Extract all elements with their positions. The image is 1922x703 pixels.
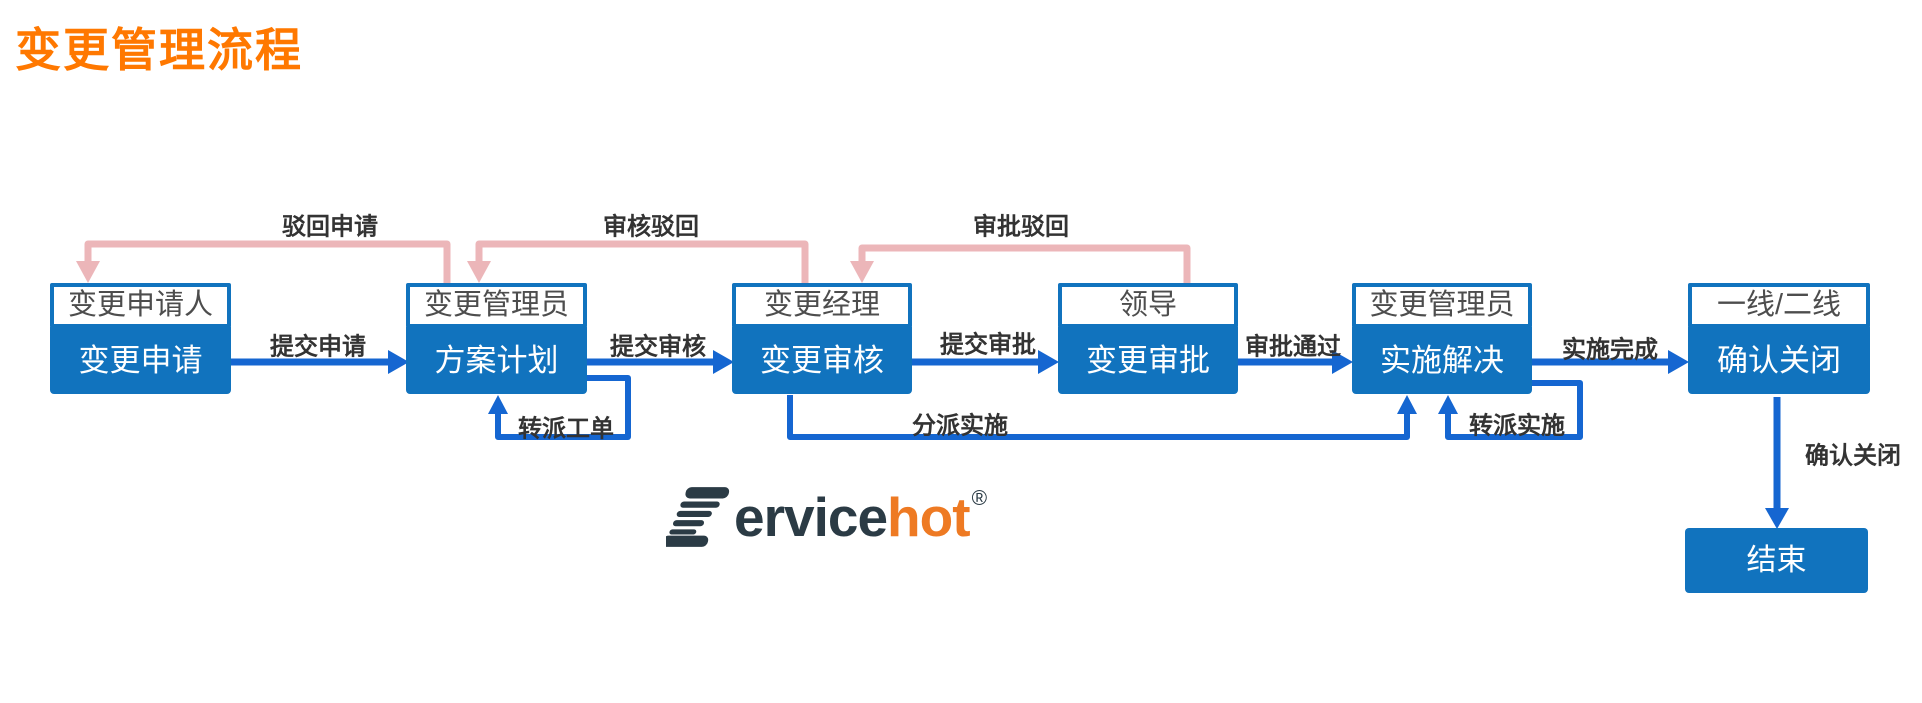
logo-text-hot: hot bbox=[887, 486, 971, 548]
node-role-label: 变更管理员 bbox=[406, 283, 587, 328]
edge-label-confirm-close: 确认关闭 bbox=[1805, 442, 1901, 470]
arrow-submit-request bbox=[231, 350, 409, 374]
flow-node-plan: 变更管理员 方案计划 bbox=[406, 283, 587, 394]
edge-label-approval-reject: 审批驳回 bbox=[973, 213, 1069, 241]
edge-label-submit-approval: 提交审批 bbox=[940, 331, 1036, 359]
edge-label-submit-review: 提交审核 bbox=[610, 333, 706, 361]
arrow-dispatch-implementation bbox=[787, 395, 1417, 440]
arrow-submit-review bbox=[587, 350, 734, 374]
node-role-label: 一线/二线 bbox=[1688, 283, 1870, 328]
node-role-label: 变更经理 bbox=[732, 283, 912, 328]
edge-label-implementation-done: 实施完成 bbox=[1562, 336, 1658, 364]
node-title-label: 变更审核 bbox=[732, 327, 912, 394]
arrow-approval-reject bbox=[850, 244, 1191, 285]
page-title: 变更管理流程 bbox=[15, 24, 303, 76]
flow-node-change-review: 变更经理 变更审核 bbox=[732, 283, 912, 394]
edge-label-submit-request: 提交申请 bbox=[270, 333, 366, 361]
arrow-confirm-close bbox=[1765, 397, 1789, 529]
flow-node-implement-resolve: 变更管理员 实施解决 bbox=[1352, 283, 1532, 394]
logo-text-ervice: ervice bbox=[734, 486, 888, 548]
node-title-label: 变更审批 bbox=[1058, 327, 1238, 394]
arrow-submit-approval bbox=[912, 350, 1059, 374]
node-role-label: 领导 bbox=[1058, 283, 1238, 328]
node-role-label: 变更管理员 bbox=[1352, 283, 1532, 328]
edge-label-reject-request: 驳回申请 bbox=[282, 213, 378, 241]
arrow-implementation-done bbox=[1532, 350, 1689, 374]
registered-trademark-icon: ® bbox=[971, 487, 988, 510]
edge-label-reassign-implementation: 转派实施 bbox=[1469, 412, 1565, 440]
arrow-reject-request bbox=[76, 240, 451, 285]
servicehot-s-icon bbox=[666, 487, 730, 547]
node-title-label: 方案计划 bbox=[406, 327, 587, 394]
edge-label-reassign-ticket: 转派工单 bbox=[518, 415, 614, 443]
node-title-label: 变更申请 bbox=[50, 327, 231, 394]
edge-label-approval-passed: 审批通过 bbox=[1245, 333, 1341, 361]
flow-node-change-approval: 领导 变更审批 bbox=[1058, 283, 1238, 394]
flow-node-end: 结束 bbox=[1685, 528, 1868, 593]
arrow-reassign-implementation bbox=[1438, 380, 1583, 440]
arrow-review-reject bbox=[467, 240, 809, 285]
node-title-label: 实施解决 bbox=[1352, 327, 1532, 394]
flow-node-change-request: 变更申请人 变更申请 bbox=[50, 283, 231, 394]
node-title-label: 确认关闭 bbox=[1688, 327, 1870, 394]
edge-label-review-reject: 审核驳回 bbox=[603, 213, 699, 241]
node-role-label: 变更申请人 bbox=[50, 283, 231, 328]
edge-label-dispatch-implementation: 分派实施 bbox=[912, 412, 1008, 440]
flow-node-confirm-close: 一线/二线 确认关闭 bbox=[1688, 283, 1870, 394]
arrow-approval-passed bbox=[1238, 350, 1353, 374]
arrow-reassign-ticket bbox=[488, 375, 631, 440]
